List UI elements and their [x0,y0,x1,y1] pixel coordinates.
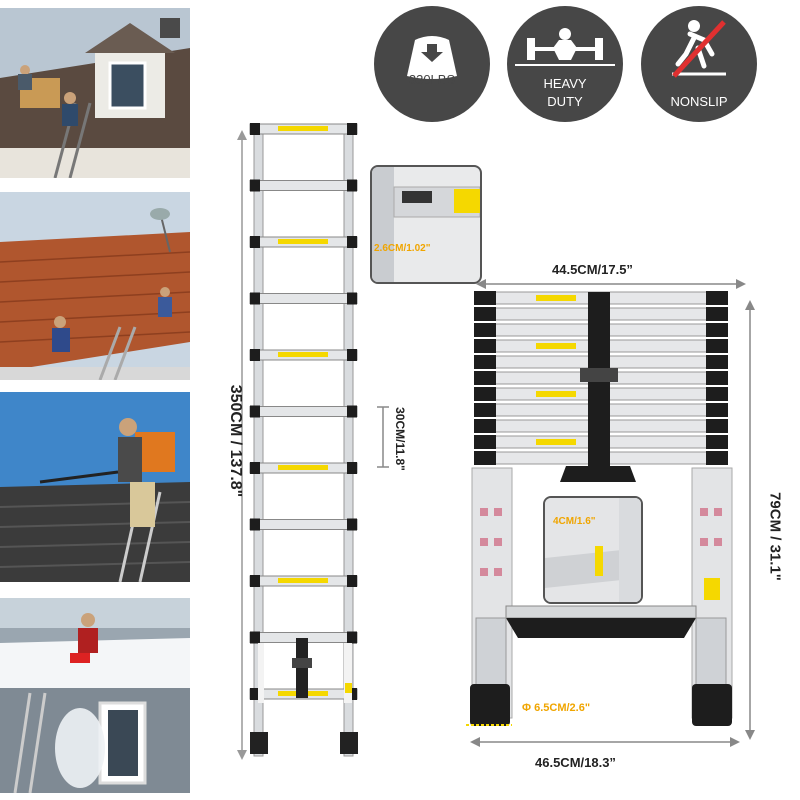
rung-thickness-label: 2.6CM/1.02" [374,243,431,254]
collapsed-rung-cap [706,419,728,433]
badge-nonslip: NONSLIP [641,6,757,122]
rung-cap [347,518,357,531]
collapsed-rung-cap [706,355,728,369]
collapsed-rung-cap [474,451,496,465]
ladder-rung [249,293,358,304]
height-arrow [237,130,247,760]
nonslip-icon [672,20,726,78]
collapsed-rung-cap [706,435,728,449]
rung-spacing-bracket [377,406,389,468]
collapsed-ladder [466,291,733,726]
step-depth-zoom [543,496,643,604]
rung-cap [250,179,260,192]
rung-cap [250,236,260,248]
rung-cap [347,123,357,135]
rung-cap [250,123,260,135]
badge-divider [515,64,615,66]
extended-ladder [249,123,358,757]
step-detail-image [545,498,641,602]
step-depth-label: 4CM/1.6" [553,516,596,527]
collapsed-rung-cap [474,371,496,385]
rung-detail-image [372,167,480,282]
rung-cap [347,462,357,474]
badge-weight-label: 330LBS [408,72,456,87]
rung-sticker [278,578,328,583]
rung-cap [347,405,357,418]
weight-icon [407,36,457,79]
collapsed-rung-cap [474,403,496,417]
collapsed-rung-cap [706,387,728,401]
rung-sticker [278,126,328,131]
photo-snow-roof [0,598,190,793]
collapsed-rung-cap [706,403,728,417]
badge-nonslip-label: NONSLIP [670,94,728,109]
photo-roof-sprayer [0,392,190,582]
top-width-arrow [476,279,746,289]
rung-cap [250,518,260,531]
base-width-arrow [470,737,740,747]
ladder-rung [249,519,358,530]
collapsed-rung-cap [706,291,728,305]
collapsed-rung-cap [474,323,496,337]
collapsed-rung-cap [474,291,496,305]
rung-cap [250,631,260,644]
rung-cap [347,236,357,248]
rung-thickness-zoom [370,165,482,284]
collapsed-rung-sticker [536,295,576,301]
rung-cap [250,688,260,700]
photo-tile-roof [0,192,190,380]
badge-duty-line1: HEAVY [543,76,587,91]
rung-cap [347,575,357,587]
collapsed-height-arrow [745,300,755,740]
rung-sticker [278,465,328,470]
collapsed-rung-cap [474,339,496,353]
collapsed-rung-cap [474,435,496,449]
badge-heavy-duty: HEAVY DUTY [507,6,623,122]
collapsed-height-label: 79CM / 31.1" [766,492,784,581]
collapsed-rung-cap [706,451,728,465]
rung-sticker [278,239,328,244]
collapsed-rung-cap [474,307,496,321]
collapsed-rung-cap [706,371,728,385]
collapsed-rung-cap [474,419,496,433]
rung-spacing-label: 30CM/11.8" [393,407,407,471]
rung-cap [250,405,260,418]
badge-weight-capacity: 330LBS [374,6,490,122]
rung-cap [347,179,357,192]
rung-cap [250,462,260,474]
rung-cap [347,292,357,305]
height-extended-label: 350CM / 137.8" [227,384,244,498]
rung-cap [347,631,357,644]
collapsed-rung-sticker [536,439,576,445]
rung-sticker [278,352,328,357]
barbell-icon [527,28,603,60]
rung-cap [250,575,260,587]
collapsed-rung-cap [474,355,496,369]
ladder-rung [249,406,358,417]
top-width-label: 44.5CM/17.5” [552,262,633,277]
collapsed-rung-cap [706,307,728,321]
foot-diameter-label: Φ 6.5CM/2.6" [522,702,591,714]
collapsed-rung-sticker [536,391,576,397]
rung-cap [250,349,260,361]
ladder-rung [249,180,358,191]
rung-cap [250,292,260,305]
base-width-label: 46.5CM/18.3” [535,755,616,770]
collapsed-rung-cap [706,323,728,337]
rung-cap [347,349,357,361]
collapsed-rung-sticker [536,343,576,349]
collapsed-rung-cap [706,339,728,353]
photo-roof-workers [0,8,190,178]
badge-duty-line2: DUTY [547,94,583,109]
collapsed-rung-cap [474,387,496,401]
